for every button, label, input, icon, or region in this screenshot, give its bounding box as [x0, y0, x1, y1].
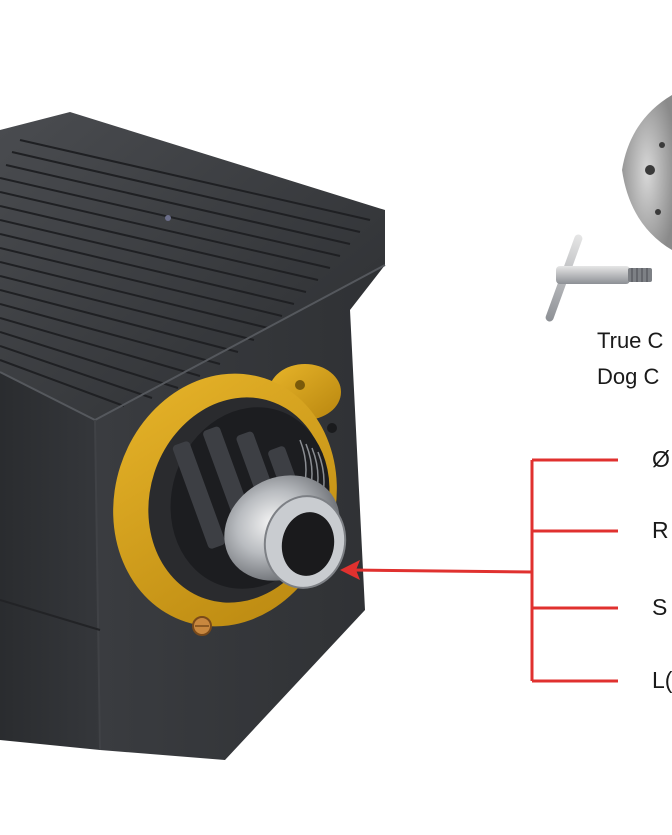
spec-label-3: S: [652, 594, 668, 620]
arrow-head: [340, 560, 360, 580]
flange-ear-hole: [295, 380, 305, 390]
chuck-hole-1: [645, 165, 655, 175]
key-tip: [628, 268, 652, 282]
collet-assembly: [113, 364, 347, 636]
arrow-shaft: [351, 568, 533, 574]
block-front-face: [0, 372, 100, 750]
top-hole: [165, 215, 171, 221]
chuck-hole-3: [655, 209, 661, 215]
top-slots: [0, 139, 371, 407]
t-handle-key: [545, 234, 652, 322]
chuck-hole-2: [659, 142, 665, 148]
nozzle-bore: [281, 512, 335, 576]
chuck-partial: [622, 95, 672, 250]
block-vertical-edge: [94, 419, 101, 751]
spec-label-4: L(: [652, 667, 672, 693]
spec-label-1: Ø: [652, 446, 670, 472]
caption-line-2: Dog C: [597, 364, 660, 389]
spec-label-2: R: [652, 517, 669, 543]
callout-bracket: [351, 458, 618, 683]
side-bolt: [327, 423, 337, 433]
key-shaft: [556, 266, 630, 284]
block-seam: [0, 599, 101, 631]
caption-line-1: True C: [597, 328, 664, 353]
